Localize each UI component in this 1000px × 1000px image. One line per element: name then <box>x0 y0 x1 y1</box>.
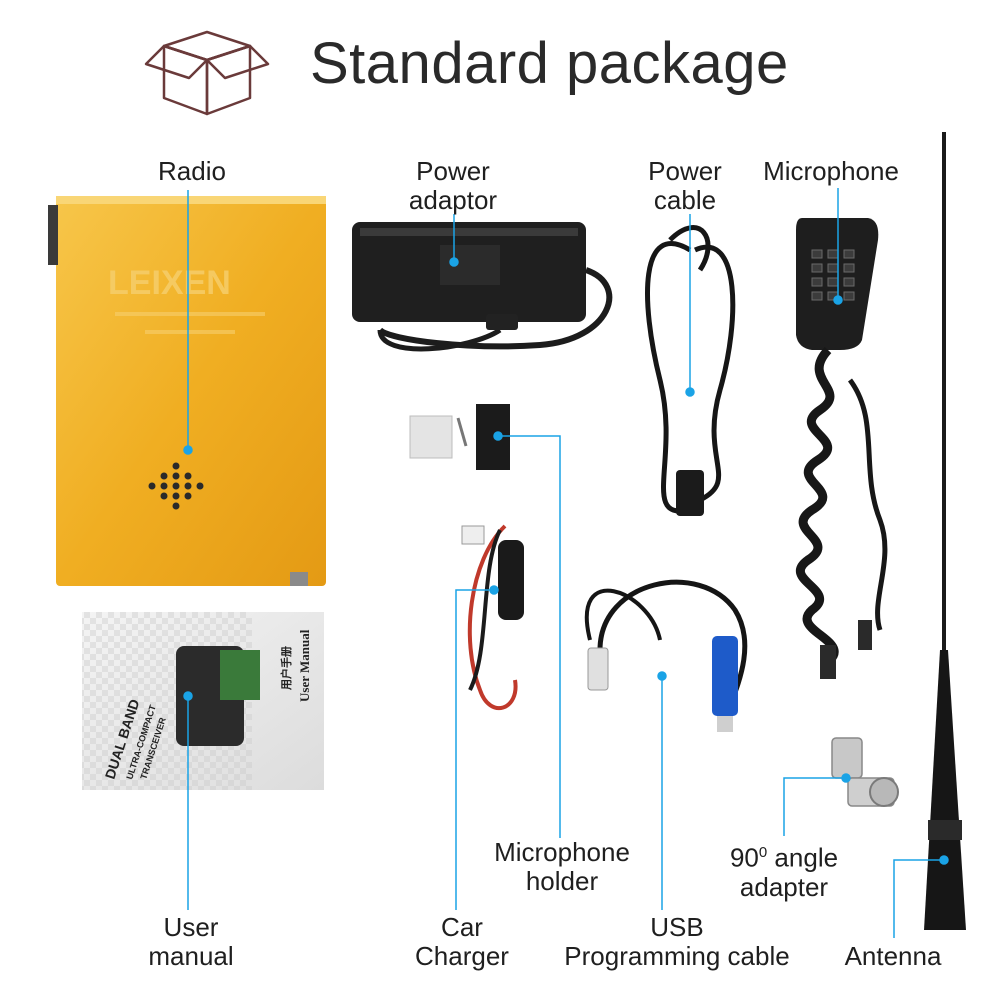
manual-cover-title-cn: 用户手册 <box>279 646 293 690</box>
user-manual-label: User manual <box>148 912 234 971</box>
microphone-holder-callout-line <box>498 435 561 838</box>
power-adaptor-label: Power adaptor <box>408 156 498 215</box>
power-adaptor-image <box>352 222 613 352</box>
microphone-holder-label: Microphone holder <box>494 837 630 896</box>
package-box-icon <box>142 18 272 123</box>
antenna-callout-line <box>893 859 944 938</box>
microphone-label: Microphone <box>763 156 899 186</box>
usb-cable-image <box>584 579 748 732</box>
user-manual-image: DUAL BAND ULTRA-COMPACT TRANSCEIVER User… <box>82 612 324 790</box>
radio-label: Radio <box>158 156 226 186</box>
microphone-holder-image <box>409 404 510 470</box>
car-charger-image <box>461 524 524 711</box>
antenna-image <box>924 132 966 930</box>
manual-cover-title-en: User Manual <box>297 629 312 702</box>
antenna-label: Antenna <box>844 941 942 971</box>
page-title: Standard package <box>310 31 789 96</box>
radio-brand-text: LEIXEN <box>108 264 231 302</box>
angle-adapter-callout-line <box>783 777 846 836</box>
power-cable-label: Power cable <box>648 156 722 215</box>
usb-cable-label: USB Programming cable <box>564 912 790 971</box>
angle-adapter-image <box>831 737 899 807</box>
microphone-image <box>796 218 888 679</box>
car-charger-callout-line <box>455 589 494 910</box>
power-cable-image <box>645 225 736 516</box>
radio-image: LEIXEN <box>48 196 326 586</box>
angle-adapter-label: 900 angle adapter <box>729 842 839 902</box>
car-charger-label: Car Charger <box>415 912 509 971</box>
speaker-grille-icon <box>148 462 204 510</box>
